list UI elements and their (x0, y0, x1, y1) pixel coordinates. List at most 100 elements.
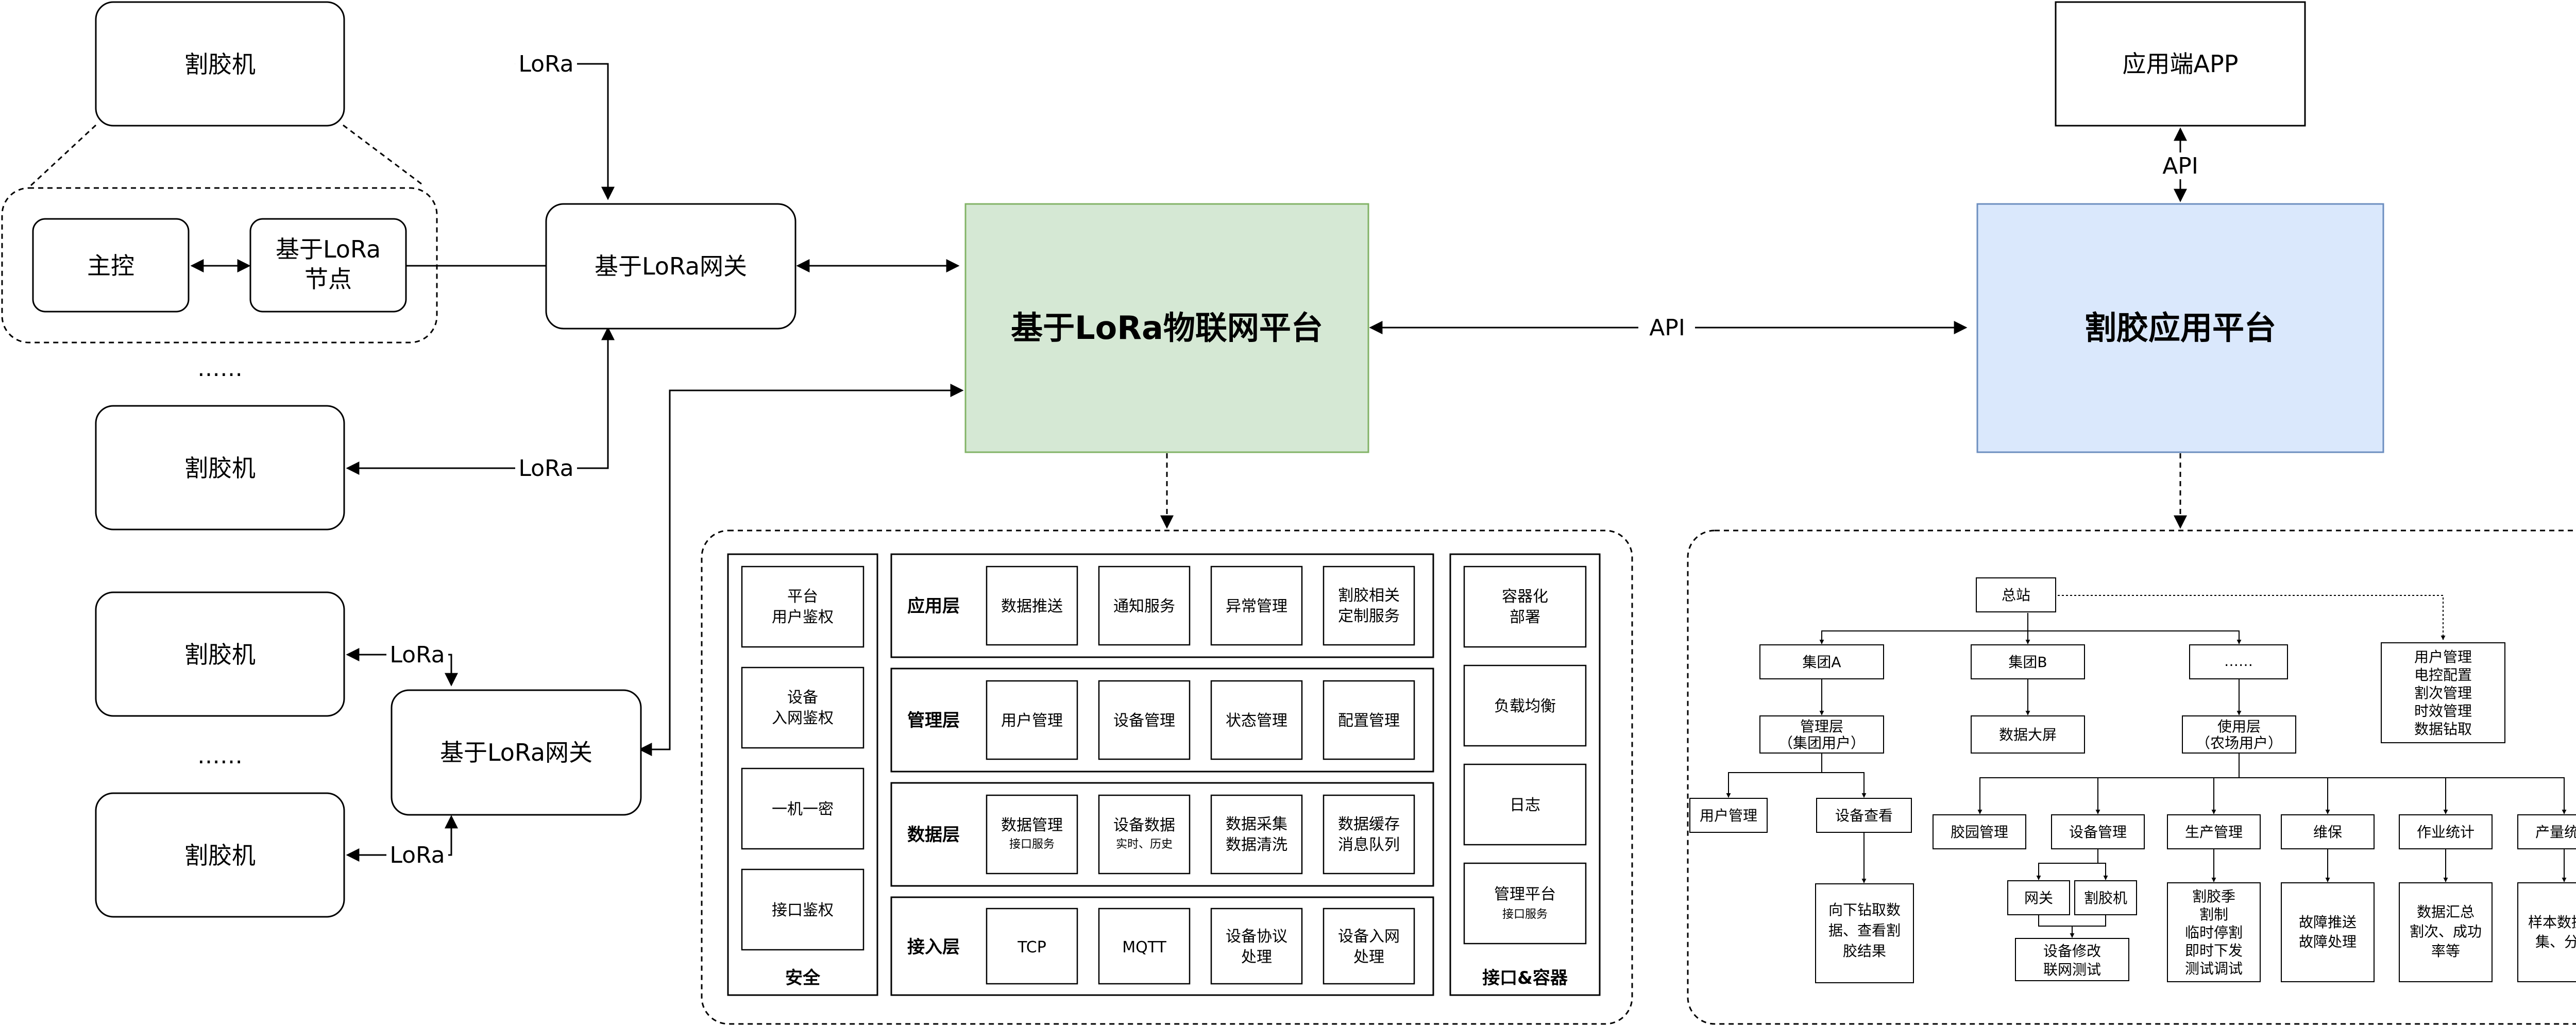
app-client-box (2055, 1, 2306, 127)
iot-platform-title: 基于LoRa物联网平台 (1011, 309, 1323, 347)
gateway-2-box (391, 689, 642, 816)
app-platform-title: 割胶应用平台 (2084, 309, 2276, 347)
tree-root-fn-3: 割次管理 (2414, 685, 2472, 702)
machine-3-box (95, 591, 345, 717)
security-item-2-line2: 入网鉴权 (772, 709, 834, 727)
tree-production-2: 割制 (2199, 906, 2228, 923)
security-item-3 (741, 767, 865, 850)
security-item-4-line1: 接口鉴权 (772, 901, 834, 919)
layer-data-title: 数据层 (907, 825, 960, 845)
tree-root-fn-5: 数据钻取 (2414, 721, 2472, 738)
data-item-3-line2: 数据清洗 (1226, 836, 1287, 854)
tree-module-5: 作业统计 (2417, 824, 2475, 841)
tree-group-b: 集团B (2008, 654, 2047, 671)
app-item-2: 通知服务 (1113, 597, 1175, 615)
gateway-1-box (545, 203, 796, 330)
tree-device-modify-2: 联网测试 (2043, 961, 2101, 978)
tree-big-screen: 数据大屏 (1999, 726, 2057, 743)
tree-production-1: 割胶季 (2192, 888, 2235, 905)
container-item-1-line2: 部署 (1510, 608, 1540, 626)
lora-node-label-1: 基于LoRa (276, 235, 381, 263)
tree-module-6: 产量统计 (2535, 824, 2576, 841)
tree-device-view-detail-2: 据、查看割 (1828, 922, 1901, 939)
data-item-4-line2: 消息队列 (1338, 836, 1400, 854)
mgmt-item-1: 用户管理 (1001, 712, 1063, 730)
gateway-2-label: 基于LoRa网关 (440, 739, 592, 766)
iot-platform-section: 基于LoRa物联网平台 API 平台 用户鉴权 设备 入网鉴权 一机一密 接口鉴… (701, 203, 1968, 1025)
data-item-2-line2: 实时、历史 (1116, 838, 1173, 851)
container-item-3: 日志 (1510, 796, 1540, 814)
machine-detail-group (1, 187, 438, 344)
ellipsis-1: …… (197, 355, 243, 382)
tree-module-2: 设备管理 (2069, 824, 2127, 841)
api-label-center: API (1649, 315, 1685, 341)
tree-mgmt-layer-1: 管理层 (1800, 718, 1843, 735)
lora-node-label-2: 节点 (304, 265, 352, 293)
lora-label-4: LoRa (389, 842, 445, 868)
app-platform-section: 应用端APP API 割胶应用平台 (1687, 1, 2576, 1025)
container-item-4-line2: 接口服务 (1502, 908, 1548, 921)
tree-group-a: 集团A (1802, 654, 1841, 671)
app-item-3: 异常管理 (1226, 597, 1287, 615)
app-item-1: 数据推送 (1001, 597, 1063, 615)
tree-module-3: 生产管理 (2185, 824, 2243, 841)
tree-user-mgmt: 用户管理 (1700, 807, 1757, 824)
tree-device-view-detail-1: 向下钻取数 (1828, 901, 1901, 918)
layer-app-title: 应用层 (907, 596, 960, 617)
lora-label-1: LoRa (518, 51, 573, 77)
tree-machine: 割胶机 (2084, 890, 2127, 907)
security-item-1-line2: 用户鉴权 (772, 608, 834, 626)
tree-root-fn-2: 电控配置 (2414, 666, 2472, 683)
lora-label-3: LoRa (389, 642, 445, 668)
tree-gateway: 网关 (2024, 890, 2053, 907)
tree-production-5: 测试调试 (2185, 960, 2243, 977)
layer-access-title: 接入层 (907, 937, 960, 957)
machine-2-label: 割胶机 (184, 454, 256, 482)
app-platform-box (1976, 203, 2384, 453)
iot-platform-box (964, 203, 1369, 453)
tree-use-layer-1: 使用层 (2217, 718, 2261, 735)
container-item-4-line1: 管理平台 (1494, 885, 1556, 903)
mgmt-item-4: 配置管理 (1338, 712, 1400, 730)
security-item-1-line1: 平台 (787, 588, 818, 606)
ellipsis-2: …… (197, 743, 243, 769)
tree-root: 总站 (2002, 587, 2030, 604)
tree-use-layer-2: （农场用户） (2196, 734, 2282, 751)
tree-group-more: …… (2224, 653, 2253, 670)
tree-root-fn-1: 用户管理 (2414, 648, 2472, 665)
data-item-2-line1: 设备数据 (1113, 816, 1175, 834)
left-devices: 割胶机 主控 基于LoRa 节点 …… 割胶机 基于LoRa网关 割胶机 …… … (1, 1, 964, 918)
tree-device-view-detail-3: 胶结果 (1843, 943, 1886, 960)
data-item-1-line1: 数据管理 (1001, 816, 1063, 834)
data-item-1-line2: 接口服务 (1009, 838, 1055, 851)
machine-1-label: 割胶机 (184, 50, 256, 78)
mgmt-item-3: 状态管理 (1226, 712, 1287, 730)
security-item-1 (741, 566, 865, 648)
security-item-2 (741, 666, 865, 749)
data-item-3-line1: 数据采集 (1226, 815, 1287, 833)
lora-label-2: LoRa (518, 455, 573, 482)
tree-mgmt-layer-2: （集团用户） (1778, 734, 1865, 751)
tree-job-3: 率等 (2431, 943, 2460, 960)
tree-device-view: 设备查看 (1835, 807, 1893, 824)
security-item-4 (741, 868, 865, 951)
tree-module-4: 维保 (2313, 824, 2342, 841)
access-item-3-line2: 处理 (1241, 948, 1272, 966)
iot-architecture-group (701, 529, 1633, 1025)
machine-4-box (95, 792, 345, 918)
access-item-4-line1: 设备入网 (1338, 928, 1400, 946)
main-control-label: 主控 (87, 252, 134, 280)
tree-yield-2: 集、分析 (2535, 933, 2576, 950)
machine-4-label: 割胶机 (184, 842, 256, 869)
tree-maintenance-1: 故障推送 (2299, 914, 2357, 931)
container-title: 接口&容器 (1482, 968, 1568, 988)
container-item-1-line1: 容器化 (1502, 588, 1548, 606)
layer-mgmt-title: 管理层 (907, 710, 960, 731)
machine-1-box (95, 1, 345, 127)
tree-job-1: 数据汇总 (2417, 903, 2475, 920)
tree-module-1: 胶园管理 (1951, 824, 2008, 841)
access-item-4-line2: 处理 (1353, 948, 1384, 966)
app-item-4-line2: 定制服务 (1338, 607, 1400, 625)
